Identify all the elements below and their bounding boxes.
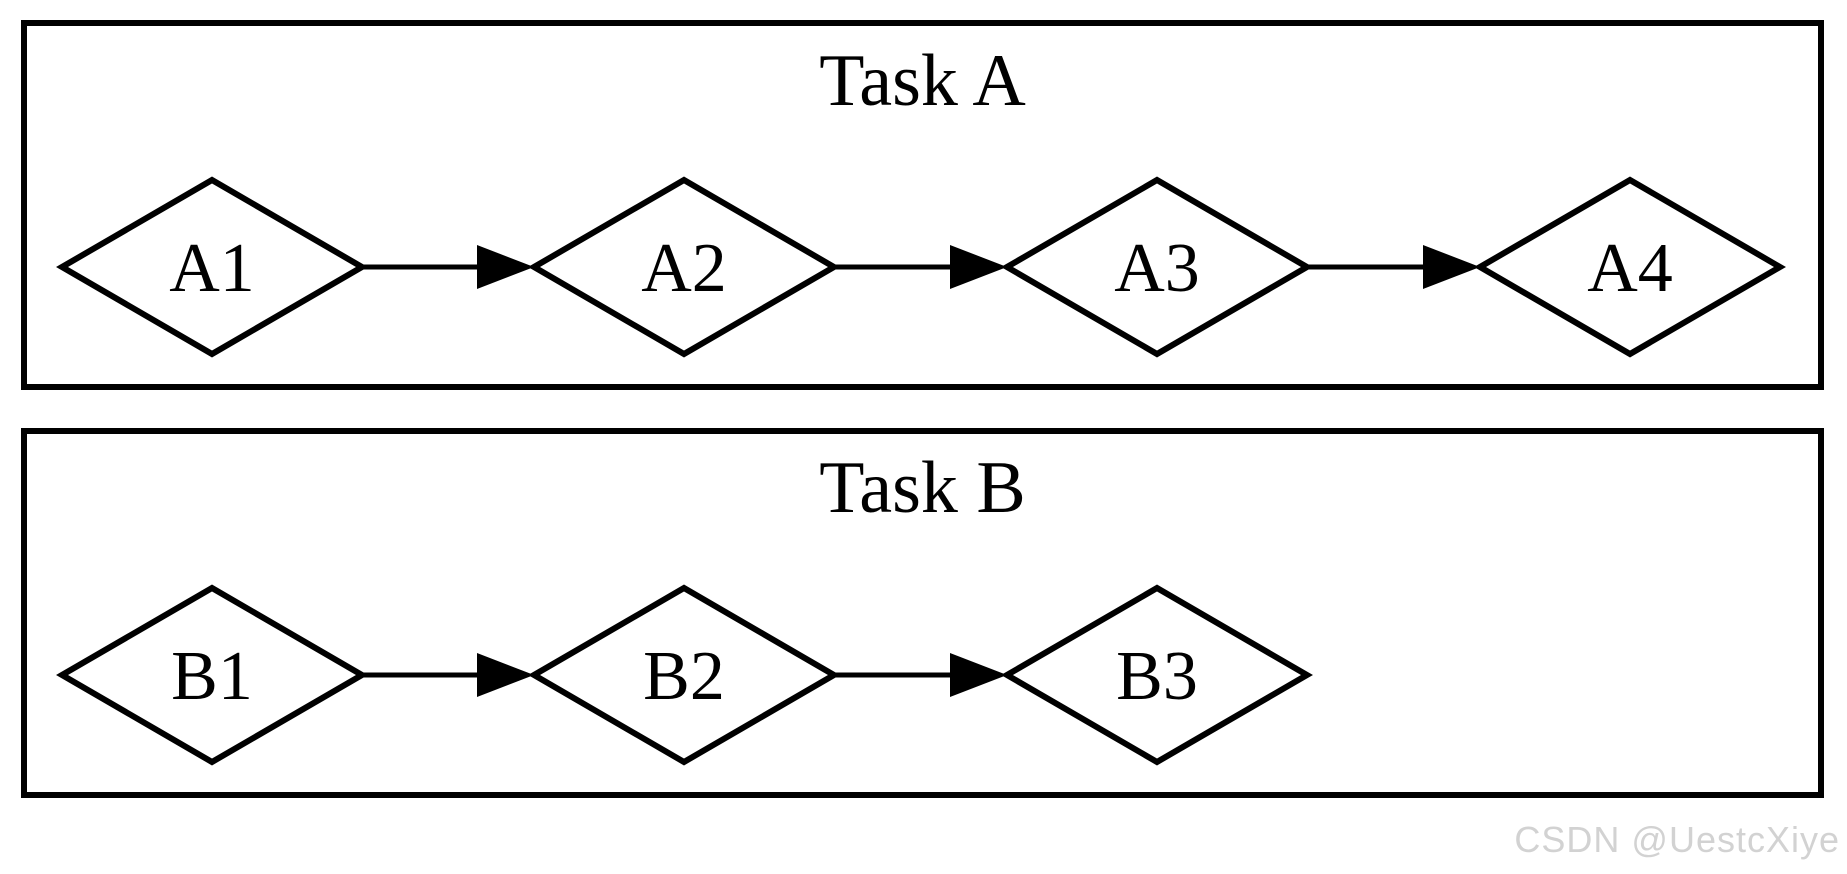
node-b3-label: B3 [1116, 638, 1198, 715]
arrow-0-2-head [1423, 245, 1480, 289]
arrow-0-0-head [477, 245, 534, 289]
task-a-group: Task A A1 A2 A3 A4 [21, 20, 1824, 390]
node-a4-diamond [1474, 176, 1786, 358]
task-b-title: Task B [819, 447, 1026, 529]
node-a1-label: A1 [169, 230, 255, 307]
node-a4-label: A4 [1587, 230, 1673, 307]
arrow-0-1-head [950, 245, 1007, 289]
node-b3-diamond [1001, 584, 1313, 766]
arrow-1-0-head [477, 653, 534, 697]
node-a3-label: A3 [1114, 230, 1200, 307]
watermark-text: CSDN @UestcXiye [1514, 819, 1840, 860]
node-b1-label: B1 [171, 638, 253, 715]
arrow-1-1-head [950, 653, 1007, 697]
task-b-box [21, 428, 1824, 798]
task-b-group: Task B B1 B2 B3 [21, 428, 1824, 798]
task-a-box [21, 20, 1824, 390]
node-b2-label: B2 [643, 638, 725, 715]
task-a-title: Task A [819, 40, 1026, 122]
node-a2-label: A2 [641, 230, 727, 307]
